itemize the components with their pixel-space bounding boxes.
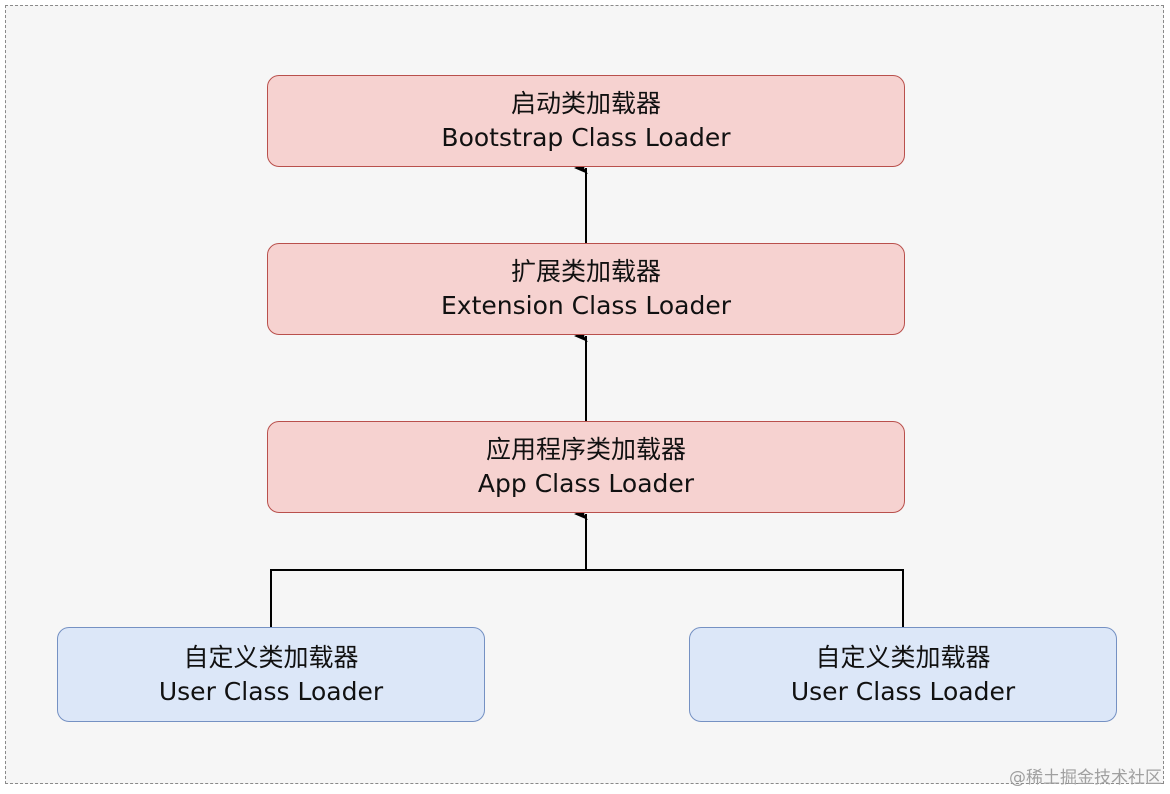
user-class-loader-left-node: 自定义类加载器 User Class Loader <box>57 627 485 722</box>
user-left-label-cn: 自定义类加载器 <box>183 642 359 672</box>
bootstrap-class-loader-node: 启动类加载器 Bootstrap Class Loader <box>267 75 905 167</box>
app-class-loader-node: 应用程序类加载器 App Class Loader <box>267 421 905 513</box>
user-right-label-en: User Class Loader <box>790 676 1016 706</box>
app-label-cn: 应用程序类加载器 <box>485 435 686 464</box>
extension-class-loader-node: 扩展类加载器 Extension Class Loader <box>267 243 905 335</box>
watermark: @稀土掘金技术社区 <box>1009 768 1162 788</box>
extension-label-en: Extension Class Loader <box>440 291 732 320</box>
user-class-loader-right-node: 自定义类加载器 User Class Loader <box>689 627 1117 722</box>
user-right-label-cn: 自定义类加载器 <box>815 642 991 672</box>
user-left-label-en: User Class Loader <box>158 676 384 706</box>
extension-label-cn: 扩展类加载器 <box>510 257 661 286</box>
bootstrap-label-cn: 启动类加载器 <box>510 89 661 118</box>
bootstrap-label-en: Bootstrap Class Loader <box>441 123 731 152</box>
app-label-en: App Class Loader <box>477 469 695 498</box>
